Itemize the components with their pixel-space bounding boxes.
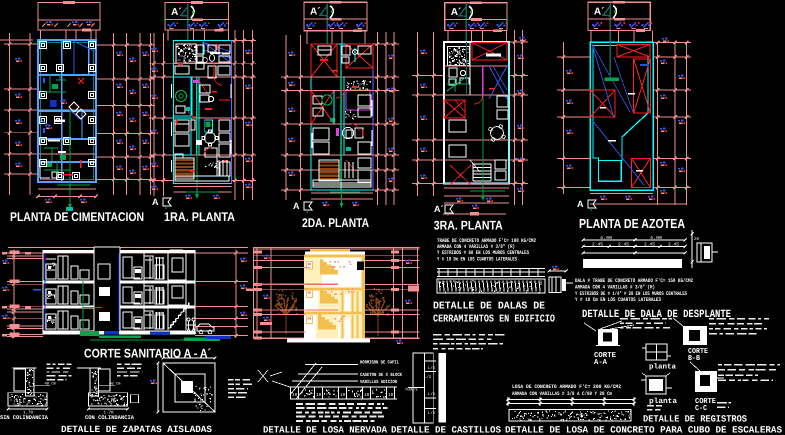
svg-text:LOSA DE CONCRETO ARMADO F'C= 2: LOSA DE CONCRETO ARMADO F'C= 200 KG/CM2 bbox=[512, 384, 621, 390]
svg-text:B-B: B-B bbox=[688, 355, 700, 363]
svg-text:HORMIGON DE CAPIL: HORMIGON DE CAPIL bbox=[360, 360, 399, 366]
svg-text:CERRAMIENTOS EN EDIFICIO: CERRAMIENTOS EN EDIFICIO bbox=[433, 314, 555, 326]
svg-text:10: 10 bbox=[364, 393, 370, 398]
svg-text:1RA. PLANTA: 1RA. PLANTA bbox=[164, 210, 235, 224]
svg-text:DETALLE DE DALAS DE: DETALLE DE DALAS DE bbox=[433, 301, 545, 313]
svg-text:planta: planta bbox=[649, 397, 678, 406]
svg-text:PLANTA DE AZOTEA: PLANTA DE AZOTEA bbox=[579, 216, 685, 231]
svg-text:A: A bbox=[577, 199, 584, 209]
svg-text:2.45: 2.45 bbox=[644, 242, 655, 248]
svg-text:2.45: 2.45 bbox=[618, 242, 629, 248]
svg-text:Y # 18 De EN LOS CUARTOS LATER: Y # 18 De EN LOS CUARTOS LATERALES bbox=[437, 256, 518, 262]
svg-text:DETALLE DE LOSA NERVADA: DETALLE DE LOSA NERVADA bbox=[263, 425, 387, 435]
svg-text:DETALLE DE REGISTROS: DETALLE DE REGISTROS bbox=[643, 414, 747, 425]
svg-text:3RA. PLANTA: 3RA. PLANTA bbox=[434, 218, 503, 232]
svg-text:CORTE SANITARIO A - A´: CORTE SANITARIO A - A´ bbox=[84, 347, 211, 361]
svg-text:A´: A´ bbox=[434, 204, 444, 214]
svg-text:CORTE: CORTE bbox=[695, 397, 716, 406]
svg-text:PLANTA DE CIMENTACION: PLANTA DE CIMENTACION bbox=[10, 210, 144, 224]
svg-text:L/3: L/3 bbox=[428, 392, 436, 397]
svg-text:L/3: L/3 bbox=[428, 411, 436, 416]
svg-text:40 Cm: 40 Cm bbox=[45, 382, 57, 387]
svg-text:DETALLE DE LOSA DE CONCRETO PA: DETALLE DE LOSA DE CONCRETO PARA CUBO DE… bbox=[505, 425, 782, 435]
svg-text:10: 10 bbox=[340, 393, 346, 398]
svg-text:L/3: L/3 bbox=[428, 366, 436, 371]
svg-text:Y ESTRIBOS DE # 1/4" # 20 EN L: Y ESTRIBOS DE # 1/4" # 20 EN LOS MUROS C… bbox=[575, 291, 688, 297]
svg-text:CORTE: CORTE bbox=[594, 351, 616, 360]
svg-text:A´: A´ bbox=[310, 7, 321, 18]
svg-text:L/3: L/3 bbox=[424, 375, 432, 380]
svg-text:1.70: 1.70 bbox=[23, 411, 34, 416]
svg-text:A-A: A-A bbox=[594, 359, 607, 367]
svg-text:planta: planta bbox=[649, 363, 676, 372]
svg-text:CON COLINDANCIA: CON COLINDANCIA bbox=[85, 414, 135, 421]
svg-text:DALA # TRABE DE CONCRETO ARMAD: DALA # TRABE DE CONCRETO ARMADO F'C= 150… bbox=[575, 278, 693, 284]
svg-text:A´: A´ bbox=[594, 7, 605, 18]
svg-text:CASETON DE X BLOCK: CASETON DE X BLOCK bbox=[360, 372, 402, 378]
svg-text:20: 20 bbox=[694, 237, 700, 242]
svg-text:10: 10 bbox=[388, 393, 394, 398]
svg-text:10: 10 bbox=[292, 393, 298, 398]
svg-text:4.90: 4.90 bbox=[650, 235, 662, 241]
svg-text:2.45: 2.45 bbox=[668, 242, 679, 248]
svg-text:40 Cm: 40 Cm bbox=[109, 382, 121, 387]
svg-text:A: A bbox=[293, 201, 300, 211]
svg-text:ARMADA CON 4 VARILLAS # 3/8" (: ARMADA CON 4 VARILLAS # 3/8" (R) bbox=[437, 244, 515, 250]
svg-text:TRABE DE CONCRETO ARMADO F'C=: TRABE DE CONCRETO ARMADO F'C= 100 KG/CM2 bbox=[437, 238, 536, 244]
svg-text:2DA. PLANTA: 2DA. PLANTA bbox=[302, 216, 369, 230]
svg-text:A´: A´ bbox=[451, 7, 462, 18]
svg-text:2.45: 2.45 bbox=[592, 242, 603, 248]
svg-text:10: 10 bbox=[316, 393, 322, 398]
svg-text:A´: A´ bbox=[171, 7, 182, 18]
svg-text:A: A bbox=[152, 197, 159, 207]
svg-text:Y # 18 Cm EN LOS CUARTOS LATER: Y # 18 Cm EN LOS CUARTOS LATERALES bbox=[575, 297, 662, 303]
svg-text:VARILLAS ADICION: VARILLAS ADICION bbox=[360, 379, 397, 385]
svg-text:ARMADA CON VARILLAS # 3/8 A C/: ARMADA CON VARILLAS # 3/8 A C/60 Y 20 Cm bbox=[512, 391, 612, 397]
svg-text:DETALLE DE CASTILLOS: DETALLE DE CASTILLOS bbox=[391, 425, 501, 435]
svg-text:ARMADA CON 4 VARILLAS # 3/8" (: ARMADA CON 4 VARILLAS # 3/8" (R) bbox=[575, 284, 655, 290]
svg-text:Y ESTRIBOS # 60 EN LOS MUROS C: Y ESTRIBOS # 60 EN LOS MUROS CENTRALES bbox=[437, 250, 530, 256]
svg-text:CORTE: CORTE bbox=[688, 347, 708, 356]
svg-text:1.70: 1.70 bbox=[104, 411, 115, 416]
svg-text:DETALLE DE DALA DE DESPLANTE: DETALLE DE DALA DE DESPLANTE bbox=[582, 309, 731, 321]
svg-text:SIN COLINDANCIA: SIN COLINDANCIA bbox=[0, 414, 49, 421]
svg-text:C-C: C-C bbox=[695, 404, 707, 413]
svg-text:4.90: 4.90 bbox=[600, 235, 612, 241]
svg-text:DETALLE DE ZAPATAS AISLADAS: DETALLE DE ZAPATAS AISLADAS bbox=[61, 424, 212, 435]
svg-text:PERALTE: PERALTE bbox=[406, 388, 418, 393]
